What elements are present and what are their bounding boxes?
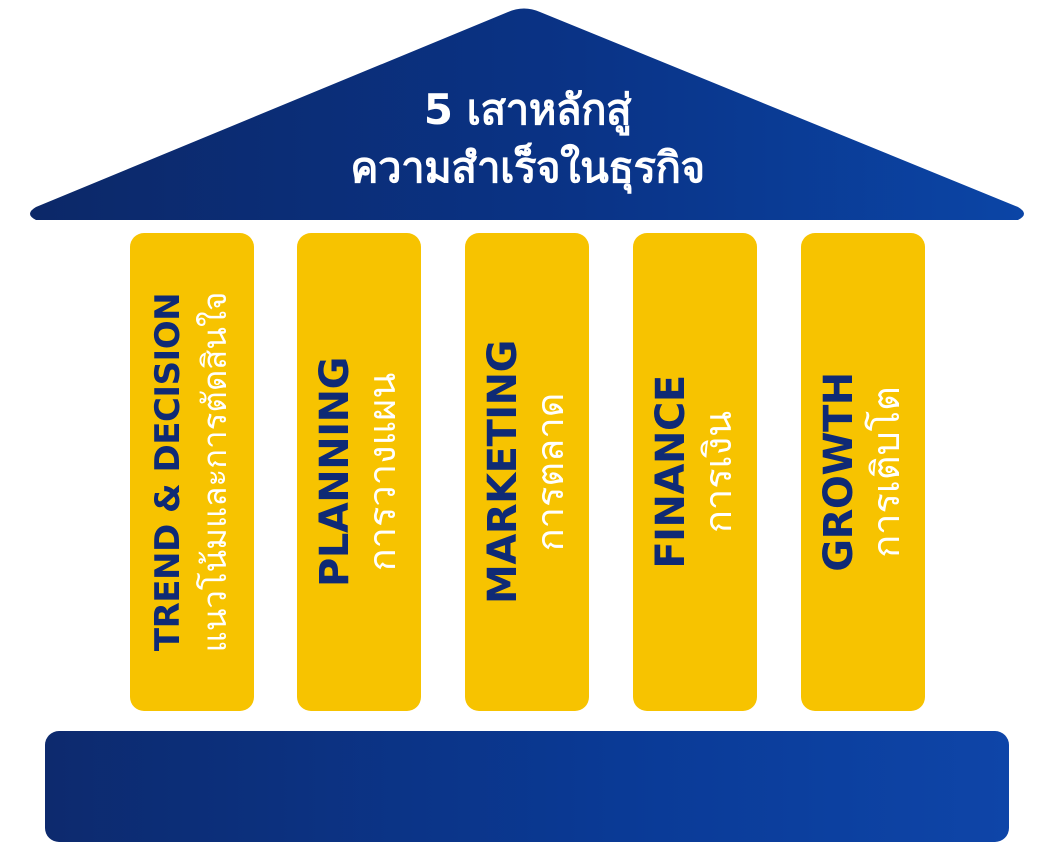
roof	[30, 8, 1024, 220]
pillar-thai-label: การเติบโต	[864, 386, 908, 558]
foundation-base	[45, 731, 1009, 842]
pillar-english-label: TREND & DECISION	[148, 292, 188, 652]
pillar-english-label: FINANCE	[648, 375, 694, 569]
pillar-thai-label: แนวโน้มและการตัดสินใจ	[195, 291, 234, 653]
pillar-marketing: MARKETING การตลาด	[465, 233, 589, 711]
pillar-english-label: PLANNING	[312, 357, 358, 587]
pillar-english-label: MARKETING	[480, 340, 526, 604]
pillar-thai-label: การตลาด	[528, 392, 572, 552]
pillar-finance: FINANCE การเงิน	[633, 233, 757, 711]
pillar-planning: PLANNING การวางแผน	[297, 233, 421, 711]
pillar-trend-decision: TREND & DECISION แนวโน้มและการตัดสินใจ	[130, 233, 254, 711]
pillar-english-label: GROWTH	[816, 372, 862, 572]
roof-title-line-1: 5 เสาหลักสู่	[423, 85, 632, 134]
pillar-growth: GROWTH การเติบโต	[801, 233, 925, 711]
roof-title-line-2: ความสำเร็จในธุรกิจ	[350, 143, 705, 192]
pillar-thai-label: การเงิน	[696, 410, 740, 534]
pillar-thai-label: การวางแผน	[360, 372, 404, 572]
